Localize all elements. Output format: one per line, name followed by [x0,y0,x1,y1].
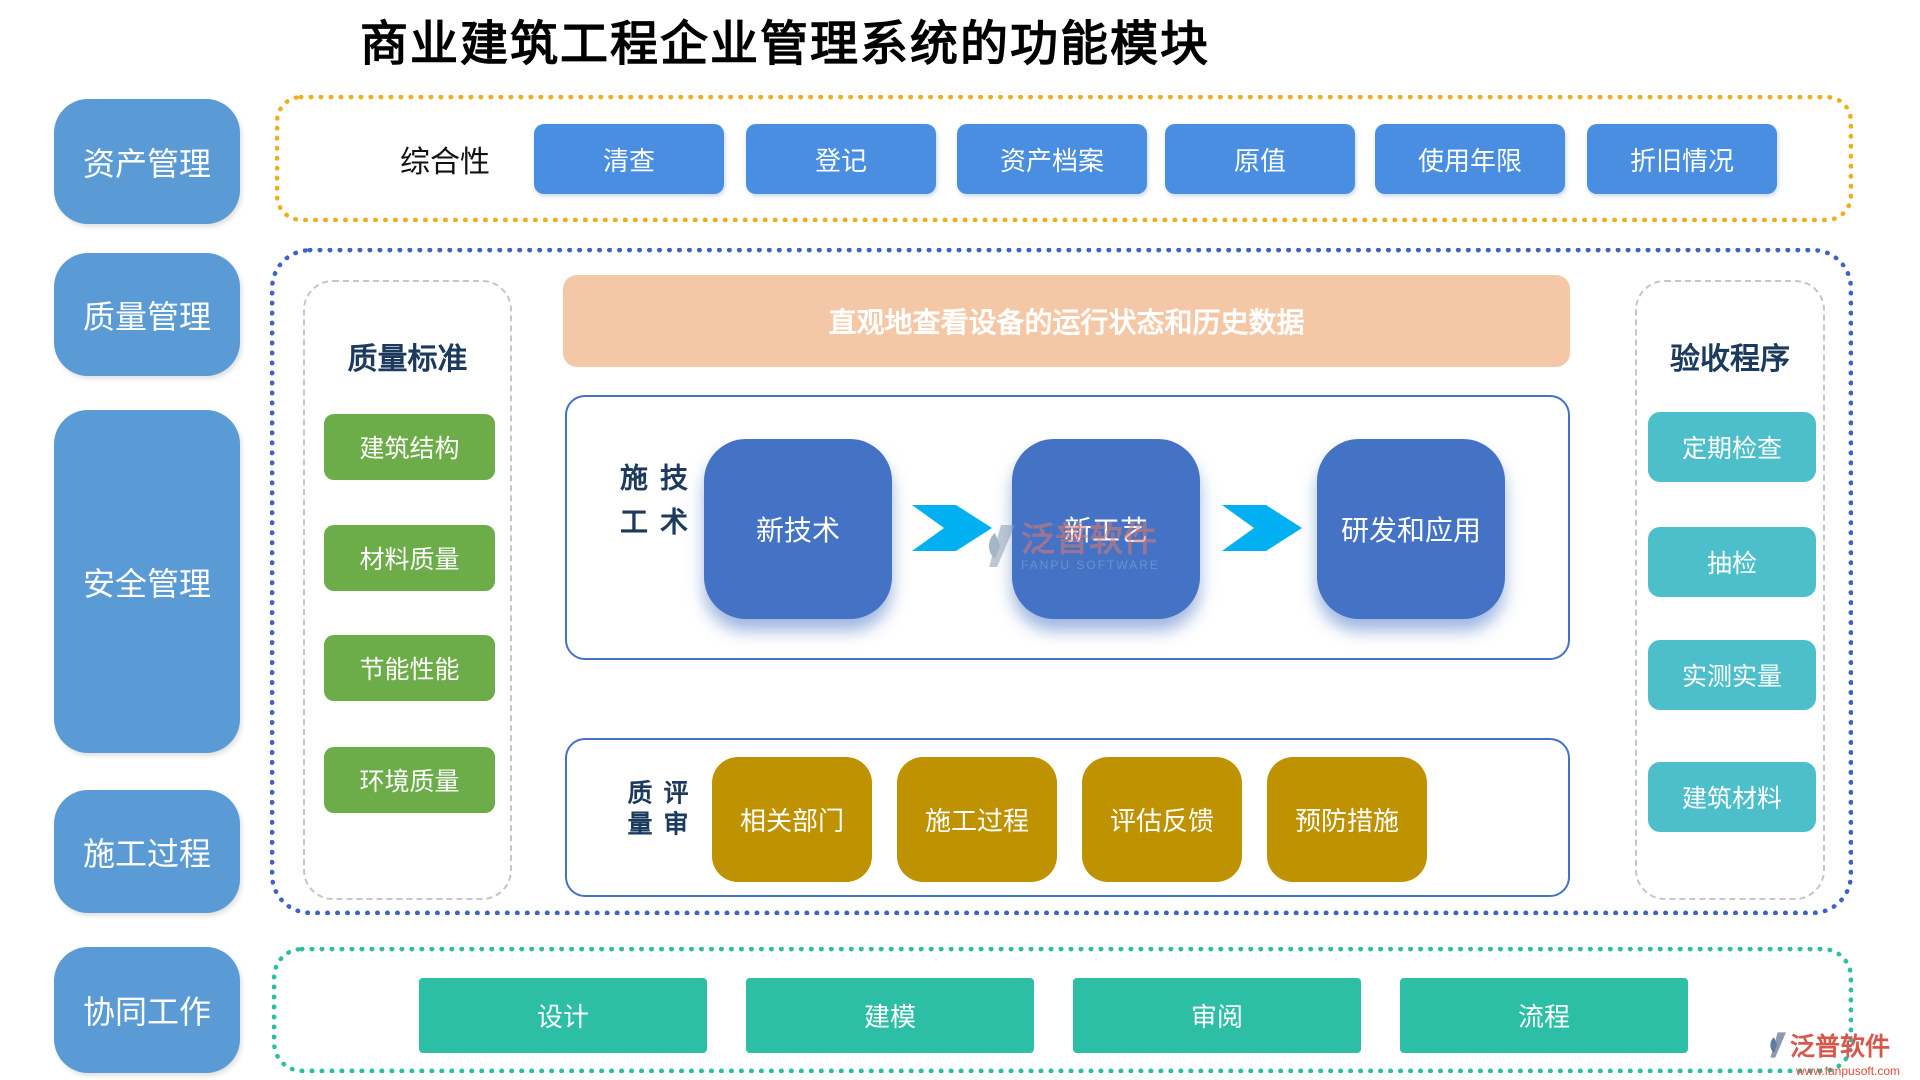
asset-button-inventory-check[interactable]: 清查 [534,124,724,194]
review-item-prevention-measures[interactable]: 预防措施 [1267,757,1427,882]
fanpu-watermark: 泛普软件 FANPU SOFTWARE [985,518,1205,578]
acceptance-panel: 验收程序 定期检查 抽检 实测实量 建筑材料 [1635,280,1825,900]
asset-button-asset-archive[interactable]: 资产档案 [957,124,1147,194]
asset-button-original-value[interactable]: 原值 [1165,124,1355,194]
asset-section: 综合性 清查 登记 资产档案 原值 使用年限 折旧情况 [275,95,1853,222]
quality-standards-panel: 质量标准 建筑结构 材料质量 节能性能 环境质量 [303,280,512,900]
acceptance-item-building-materials[interactable]: 建筑材料 [1648,762,1816,832]
standards-item-material-quality[interactable]: 材料质量 [324,525,495,591]
acceptance-item-regular-inspection[interactable]: 定期检查 [1648,412,1816,482]
sidebar-item-asset-management[interactable]: 资产管理 [54,99,240,224]
quality-review-label: 质量评审 [624,778,687,841]
asset-section-label: 综合性 [400,145,490,179]
asset-button-register[interactable]: 登记 [746,124,936,194]
standards-item-building-structure[interactable]: 建筑结构 [324,414,495,480]
collab-button-workflow[interactable]: 流程 [1400,978,1688,1053]
fanpu-watermark-subtitle: FANPU SOFTWARE [1021,558,1160,572]
acceptance-item-actual-measurement[interactable]: 实测实量 [1648,640,1816,710]
sidebar-item-quality-management[interactable]: 质量管理 [54,253,240,376]
collab-button-modeling[interactable]: 建模 [746,978,1034,1053]
collab-button-review[interactable]: 审阅 [1073,978,1361,1053]
review-item-evaluation-feedback[interactable]: 评估反馈 [1082,757,1242,882]
asset-button-depreciation[interactable]: 折旧情况 [1587,124,1777,194]
construction-tech-label: 施工技术 [616,462,687,551]
step-new-technology[interactable]: 新技术 [704,439,892,619]
review-item-related-departments[interactable]: 相关部门 [712,757,872,882]
fanpu-watermark-icon [985,524,1015,572]
quality-review-panel: 质量评审 相关部门 施工过程 评估反馈 预防措施 [565,738,1570,897]
quality-standards-label: 质量标准 [347,343,468,376]
collab-section: 设计 建模 审阅 流程 [272,947,1853,1073]
fanpu-logo-name: 泛普软件 [1790,1034,1891,1061]
page-title: 商业建筑工程企业管理系统的功能模块 [359,18,1210,71]
construction-tech-panel: 施工技术 新技术 新工艺 研发和应用 [565,395,1570,660]
collab-button-design[interactable]: 设计 [419,978,707,1053]
fanpu-watermark-name: 泛普软件 [1021,522,1157,559]
asset-button-service-life[interactable]: 使用年限 [1375,124,1565,194]
quality-section: 质量标准 建筑结构 材料质量 节能性能 环境质量 直观地查看设备的运行状态和历史… [270,248,1853,915]
acceptance-item-sampling-inspection[interactable]: 抽检 [1648,527,1816,597]
sidebar-item-collaboration[interactable]: 协同工作 [54,947,240,1073]
fanpu-logo[interactable]: 泛普软件 www.fanpusoft.com [1768,1032,1918,1078]
acceptance-label: 验收程序 [1670,343,1790,376]
fanpu-logo-icon [1768,1032,1786,1063]
fanpu-logo-url[interactable]: www.fanpusoft.com [1796,1064,1901,1078]
step-rd-application[interactable]: 研发和应用 [1317,439,1505,619]
flow-arrow-icon [1222,505,1302,551]
flow-arrow-icon [912,505,992,551]
device-status-banner: 直观地查看设备的运行状态和历史数据 [563,275,1570,367]
sidebar-item-safety-management[interactable]: 安全管理 [54,410,240,753]
review-item-construction-process[interactable]: 施工过程 [897,757,1057,882]
step-new-craft[interactable]: 新工艺 [1012,439,1200,619]
standards-item-energy-saving[interactable]: 节能性能 [324,635,495,701]
standards-item-environment-quality[interactable]: 环境质量 [324,747,495,813]
sidebar-item-construction-process[interactable]: 施工过程 [54,790,240,913]
